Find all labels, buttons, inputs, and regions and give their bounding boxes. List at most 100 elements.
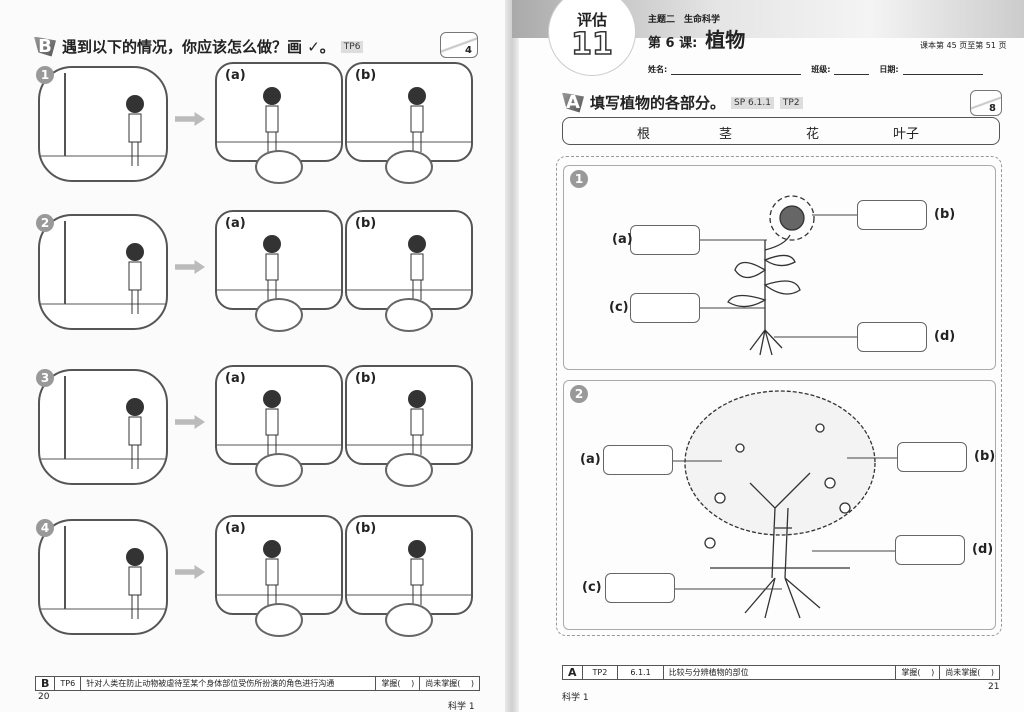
situation-scene	[38, 214, 168, 330]
answer-checkbox[interactable]	[385, 603, 433, 637]
section-b-header: B 遇到以下的情况，你应该怎么做？画 ✓。 TP6	[34, 36, 364, 57]
footer-tp: TP2	[583, 666, 619, 679]
name-field[interactable]	[671, 74, 802, 75]
left-footer-table: B TP6 针对人类在防止动物被虐待至某个身体部位受伤所扮演的角色进行沟通 掌握…	[35, 676, 480, 691]
footer-code: 6.1.1	[618, 666, 664, 679]
option-a-panel: (a)	[215, 210, 343, 310]
sunflower-illustration	[727, 195, 815, 356]
sp-tag: SP 6.1.1	[731, 96, 774, 109]
word-bank: 根 茎 花 叶子	[562, 117, 1000, 145]
answer-checkbox[interactable]	[255, 603, 303, 637]
answer-box[interactable]	[897, 442, 967, 472]
question-number: 1	[570, 170, 588, 188]
date-field[interactable]	[902, 74, 983, 75]
lesson-number: 第 6 课:	[648, 36, 698, 51]
score-box: 8	[970, 90, 1002, 116]
section-letter: A	[562, 92, 584, 113]
option-label: (b)	[355, 521, 377, 536]
right-footer-table: A TP2 6.1.1 比较与分辨植物的部位 掌握( ) 尚未掌握( )	[562, 665, 1000, 680]
option-a-panel: (a)	[215, 515, 343, 615]
situation-scene	[38, 66, 168, 182]
date-label: 日期:	[879, 65, 899, 74]
answer-checkbox[interactable]	[255, 453, 303, 487]
mastered-check[interactable]: 掌握( )	[896, 666, 941, 679]
question-1-panel	[563, 165, 996, 370]
answer-checkbox[interactable]	[385, 150, 433, 184]
part-label: (d)	[934, 329, 956, 344]
word-root: 根	[637, 127, 651, 142]
theme-label: 主题二 生命科学	[648, 15, 721, 25]
score-box: 4	[440, 32, 478, 58]
option-label: (b)	[355, 216, 377, 231]
question-number: 2	[570, 385, 588, 403]
mastered-check[interactable]: 掌握( )	[376, 677, 421, 690]
question-number: 4	[36, 519, 54, 537]
option-label: (b)	[355, 68, 377, 83]
questions-frame	[556, 156, 1002, 636]
answer-box[interactable]	[630, 225, 700, 255]
answer-box[interactable]	[630, 293, 700, 323]
section-letter: B	[34, 36, 56, 57]
section-a-header: A 填写植物的各部分。 SP 6.1.1 TP2	[562, 92, 803, 113]
situation-scene	[38, 519, 168, 635]
part-label: (b)	[934, 207, 956, 222]
option-label: (b)	[355, 371, 377, 386]
badge-label: 评估	[576, 11, 607, 29]
textbook-reference: 课本第 45 页至第 51 页	[920, 41, 1007, 50]
tp-tag: TP2	[779, 96, 803, 109]
page-number: 21	[988, 682, 1000, 692]
option-b-panel: (b)	[345, 515, 473, 615]
answer-checkbox[interactable]	[255, 150, 303, 184]
footer-description: 比较与分辨植物的部位	[664, 666, 897, 679]
part-label: (b)	[974, 449, 996, 464]
part-label: (a)	[580, 452, 601, 467]
class-label: 班级:	[811, 65, 831, 74]
footer-section: B	[36, 677, 56, 690]
not-mastered-check[interactable]: 尚未掌握( )	[945, 668, 994, 677]
option-label: (a)	[225, 216, 246, 231]
situation-scene	[38, 369, 168, 485]
part-label: (a)	[612, 232, 633, 247]
option-b-panel: (b)	[345, 365, 473, 465]
answer-box[interactable]	[603, 445, 673, 475]
lesson-title: 植物	[705, 28, 746, 52]
name-label: 姓名:	[648, 65, 668, 74]
option-label: (a)	[225, 521, 246, 536]
footer-description: 针对人类在防止动物被虐待至某个身体部位受伤所扮演的角色进行沟通	[81, 677, 377, 690]
assessment-badge: 评估 11	[548, 0, 636, 76]
student-info: 姓名: 班级: 日期:	[648, 64, 983, 75]
option-b-panel: (b)	[345, 210, 473, 310]
leader-lines	[673, 214, 897, 590]
word-stem: 茎	[719, 127, 733, 142]
option-b-panel: (b)	[345, 62, 473, 162]
option-label: (a)	[225, 68, 246, 83]
part-label: (c)	[582, 580, 602, 595]
page-number: 20	[38, 692, 50, 702]
footer-section: A	[563, 666, 583, 679]
part-label: (d)	[972, 542, 994, 557]
question-number: 2	[36, 214, 54, 232]
word-leaf: 叶子	[893, 127, 920, 142]
fruit-tree-illustration	[684, 390, 876, 619]
answer-box[interactable]	[895, 535, 965, 565]
question-2-panel	[563, 380, 996, 630]
book-title: 科学 1	[448, 702, 475, 712]
answer-box[interactable]	[857, 322, 927, 352]
answer-box[interactable]	[605, 573, 675, 603]
part-label: (c)	[609, 300, 629, 315]
word-flower: 花	[806, 127, 820, 142]
answer-checkbox[interactable]	[385, 453, 433, 487]
option-a-panel: (a)	[215, 365, 343, 465]
answer-box[interactable]	[857, 200, 927, 230]
answer-checkbox[interactable]	[385, 298, 433, 332]
book-gutter	[505, 0, 519, 712]
footer-tp: TP6	[55, 677, 82, 690]
lesson-heading: 第 6 课: 植物	[648, 24, 745, 53]
answer-checkbox[interactable]	[255, 298, 303, 332]
petals	[769, 195, 815, 241]
not-mastered-check[interactable]: 尚未掌握( )	[425, 679, 474, 688]
class-field[interactable]	[834, 74, 870, 75]
option-label: (a)	[225, 371, 246, 386]
option-a-panel: (a)	[215, 62, 343, 162]
instruction: 遇到以下的情况，你应该怎么做？画 ✓。	[62, 38, 335, 56]
